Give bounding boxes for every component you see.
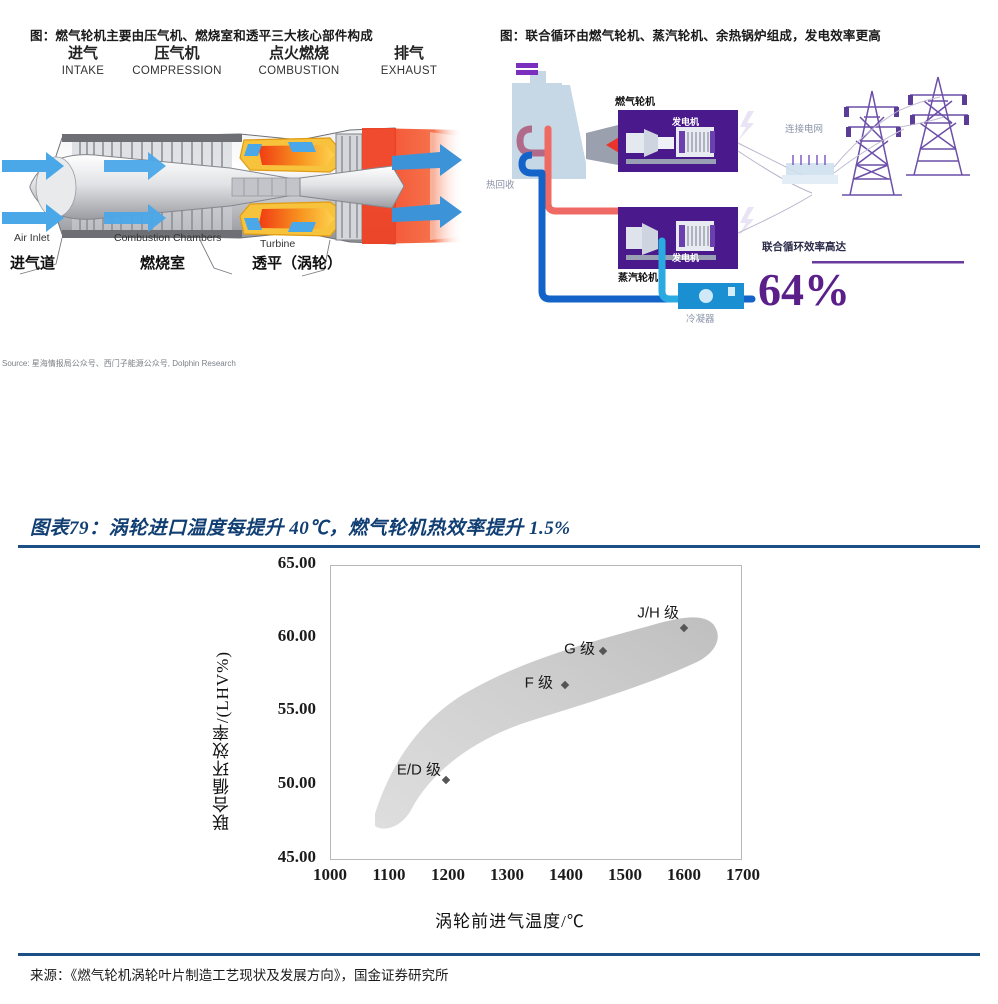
combined-cycle-figure: 热回收 燃气轮机 发电机 发电机 蒸汽轮机 连接电网 冷凝器 联合循环效率高达 … [486, 55, 998, 335]
label-generator-1: 发电机 [672, 117, 700, 127]
plot-area: E/D 级 F 级 G 级 J/H 级 [330, 565, 742, 860]
efficiency-value: 64% [758, 264, 850, 315]
left-figure-title: 图：燃气轮机主要由压气机、燃烧室和透平三大核心部件构成 [30, 29, 373, 43]
data-label-jh: J/H 级 [637, 604, 679, 622]
x-tick-1000: 1000 [313, 865, 347, 884]
left-figure-source: Source: 星海情报局公众号、西门子能源公众号, Dolphin Resea… [2, 359, 236, 368]
chart-title: 图表79：涡轮进口温度每提升 40℃，燃气轮机热效率提升 1.5% [30, 518, 571, 539]
callout-cn-air-inlet: 进气道 [10, 255, 56, 272]
trend-band [375, 617, 718, 829]
callout-turbine: Turbine [260, 238, 296, 250]
x-axis-label: 涡轮前进气温度/℃ [435, 912, 585, 931]
right-figure-title: 图：联合循环由燃气轮机、蒸汽轮机、余热锅炉组成，发电效率更高 [500, 29, 882, 43]
y-tick-65: 65.00 [277, 553, 316, 572]
callout-air-inlet: Air Inlet [14, 232, 50, 244]
engine-illustration [2, 127, 470, 277]
x-tick-1600: 1600 [667, 865, 701, 884]
stage-combustion: 点火燃烧 COMBUSTION [258, 45, 340, 77]
label-gas-turbine: 燃气轮机 [615, 97, 655, 108]
x-tick-1500: 1500 [608, 865, 642, 884]
chart-source: 来源：《燃气轮机涡轮叶片制造工艺现状及发展方向》，国金证券研究所 [30, 968, 449, 983]
efficiency-caption: 联合循环效率高达 [762, 241, 846, 253]
label-condenser: 冷凝器 [686, 314, 715, 325]
callout-cn-combustor: 燃烧室 [140, 255, 186, 272]
x-tick-1100: 1100 [372, 865, 406, 884]
data-label-ed: E/D 级 [396, 761, 441, 779]
chart-bottom-divider [18, 953, 980, 956]
y-tick-60: 60.00 [277, 626, 316, 645]
x-tick-1200: 1200 [431, 865, 465, 884]
label-steam-turbine: 蒸汽轮机 [618, 273, 658, 284]
stage-compression: 压气机 COMPRESSION [132, 45, 222, 77]
stage-intake: 进气 INTAKE [61, 45, 105, 77]
x-tick-1700: 1700 [726, 865, 760, 884]
data-label-f: F 级 [524, 674, 553, 692]
y-axis-label: 联合循环效率/(LHV%) [213, 651, 232, 832]
label-heat-recovery: 热回收 [486, 180, 515, 191]
stage-exhaust: 排气 EXHAUST [380, 45, 438, 77]
combined-cycle-illustration [512, 63, 970, 309]
y-tick-45: 45.00 [277, 847, 316, 866]
y-tick-50: 50.00 [277, 773, 316, 792]
callout-combustion-chambers: Combustion Chambers [114, 232, 222, 244]
gas-turbine-cutaway-figure: 进气 INTAKE 压气机 COMPRESSION 点火燃烧 COMBUSTIO… [0, 45, 470, 290]
label-grid-connection: 连接电网 [785, 124, 824, 135]
callout-cn-turbine: 透平（涡轮） [252, 255, 343, 272]
x-tick-1300: 1300 [490, 865, 524, 884]
label-generator-2: 发电机 [672, 253, 700, 263]
chart-top-divider [18, 545, 980, 548]
efficiency-vs-temperature-chart: 联合循环效率/(LHV%) 65.00 60.00 55.00 50.00 45… [213, 553, 800, 940]
data-label-g: G 级 [564, 640, 595, 658]
y-tick-55: 55.00 [277, 699, 316, 718]
x-tick-1400: 1400 [549, 865, 583, 884]
